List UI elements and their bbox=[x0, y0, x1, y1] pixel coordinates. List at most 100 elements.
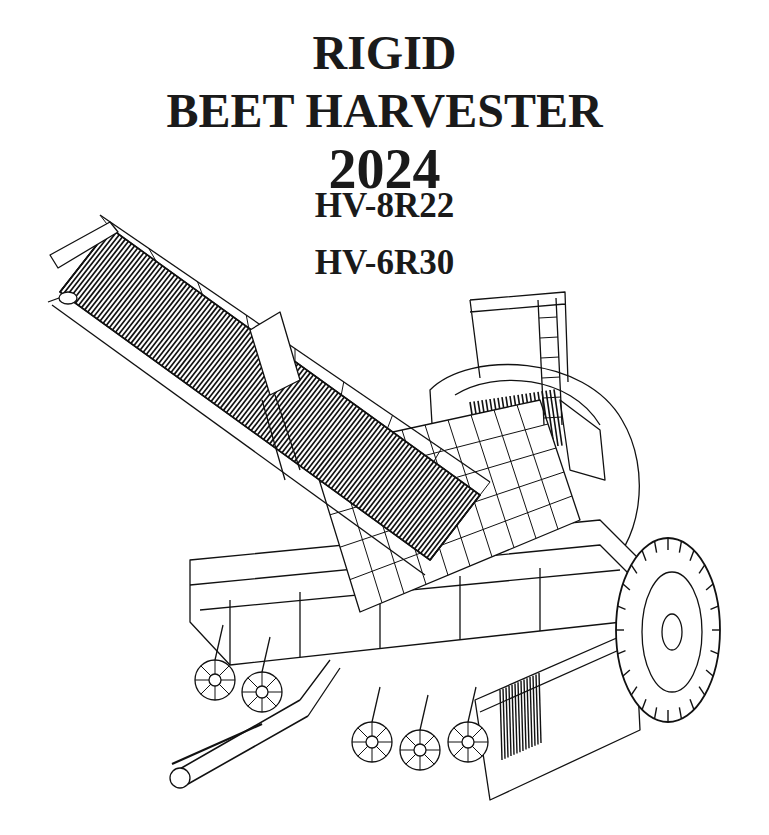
elevator-strut bbox=[480, 482, 490, 495]
digger-hub bbox=[256, 686, 268, 698]
digger-wheel bbox=[400, 730, 440, 770]
elevator-slat bbox=[116, 268, 166, 332]
tire-tread bbox=[655, 707, 657, 719]
elevator-slat bbox=[91, 250, 141, 314]
housing-slat bbox=[518, 682, 520, 752]
digger-spoke bbox=[248, 678, 258, 688]
tire-tread bbox=[679, 707, 681, 719]
digger-spoke bbox=[424, 736, 434, 746]
elevator-slat bbox=[313, 410, 363, 475]
digger-spoke bbox=[448, 742, 462, 743]
elevator-slat bbox=[211, 337, 261, 401]
tire-tread bbox=[679, 541, 681, 553]
elevator-slat bbox=[146, 290, 196, 354]
ladder-rung bbox=[540, 337, 558, 338]
tire-tread bbox=[706, 584, 713, 590]
elevator-slat bbox=[149, 293, 199, 357]
housing-slat bbox=[533, 676, 535, 746]
digger-arm bbox=[215, 625, 223, 660]
elevator-strut bbox=[246, 315, 249, 328]
ladder-rung bbox=[541, 357, 559, 358]
digger-spoke bbox=[372, 722, 373, 736]
housing-slat bbox=[500, 690, 502, 760]
digger-spoke bbox=[376, 728, 386, 738]
elevator-slat bbox=[109, 264, 159, 328]
elevator-slat bbox=[279, 386, 329, 451]
elevator-slat bbox=[328, 422, 378, 487]
digger-wheel bbox=[195, 660, 235, 700]
cage-bar bbox=[517, 405, 558, 529]
elevator-slat bbox=[294, 397, 344, 462]
elevator-slat bbox=[159, 299, 209, 363]
elevator-slat bbox=[85, 246, 135, 310]
housing-slat bbox=[512, 685, 514, 755]
tire-tread bbox=[642, 699, 646, 709]
tire-tread bbox=[699, 565, 705, 573]
digger-spoke bbox=[376, 746, 386, 756]
ladder-rung bbox=[539, 317, 557, 318]
wheel-rim bbox=[642, 572, 702, 692]
elevator-slat bbox=[285, 390, 335, 455]
elevator-slat bbox=[405, 477, 455, 542]
elevator-slat bbox=[196, 326, 246, 390]
digger-spoke bbox=[406, 736, 416, 746]
digger-spoke bbox=[454, 728, 464, 738]
digger-wheel bbox=[352, 722, 392, 762]
digger-arm bbox=[372, 687, 380, 722]
digger-hub bbox=[462, 736, 474, 748]
digger-spoke bbox=[219, 666, 229, 676]
elevator-slat bbox=[319, 415, 369, 480]
elevator-slat bbox=[325, 419, 375, 484]
housing-slat bbox=[527, 678, 529, 748]
digger-arm bbox=[420, 695, 428, 730]
elevator-slat bbox=[119, 270, 169, 334]
tire-tread bbox=[655, 541, 657, 553]
digger-arm bbox=[468, 687, 476, 722]
elevator-slat bbox=[418, 486, 468, 551]
elevator-slat bbox=[393, 468, 443, 533]
elevator-slat bbox=[143, 288, 193, 352]
elevator-slat bbox=[412, 482, 462, 547]
elevator-slat bbox=[140, 286, 190, 350]
digger-wheel bbox=[242, 672, 282, 712]
digger-spoke bbox=[352, 742, 366, 743]
elevator-slat bbox=[106, 261, 156, 325]
drum-panel bbox=[560, 400, 605, 480]
elevator-slat bbox=[202, 330, 252, 394]
elevator-slat bbox=[427, 493, 477, 558]
elevator-slat bbox=[381, 459, 431, 524]
elevator-slat bbox=[359, 444, 409, 509]
elevator-slat bbox=[304, 404, 354, 469]
elevator-slat bbox=[322, 417, 372, 482]
elevator-strut bbox=[149, 248, 157, 261]
elevator-slat bbox=[282, 388, 332, 453]
digger-spoke bbox=[248, 696, 258, 706]
tire-tread bbox=[618, 651, 626, 654]
elevator-slat bbox=[338, 428, 388, 493]
elevator-slat bbox=[371, 453, 421, 518]
elevator-strut bbox=[388, 415, 393, 428]
tire-tread bbox=[690, 550, 694, 560]
elevator-slat bbox=[291, 395, 341, 460]
elevator-slat bbox=[288, 393, 338, 458]
elevator-slat bbox=[378, 457, 428, 522]
housing-slat bbox=[521, 681, 523, 751]
digger-spoke bbox=[268, 692, 282, 693]
elevator-slat bbox=[396, 471, 446, 536]
ladder-rung bbox=[542, 377, 560, 378]
cage-bar bbox=[494, 410, 536, 538]
wheel-hub bbox=[662, 614, 682, 650]
elevator-slat bbox=[353, 439, 403, 504]
elevator-slat bbox=[205, 333, 255, 397]
elevator-slat bbox=[183, 317, 233, 381]
elevator-slat bbox=[415, 484, 465, 549]
digger-spoke bbox=[262, 672, 263, 686]
elevator-slat bbox=[137, 284, 187, 348]
digger-spoke bbox=[474, 742, 488, 743]
digger-hub bbox=[209, 674, 221, 686]
tire-tread bbox=[711, 651, 719, 654]
elevator-slat bbox=[88, 248, 138, 312]
tire-tread bbox=[631, 687, 637, 695]
elevator-slat bbox=[122, 273, 172, 337]
digger-hub bbox=[414, 744, 426, 756]
